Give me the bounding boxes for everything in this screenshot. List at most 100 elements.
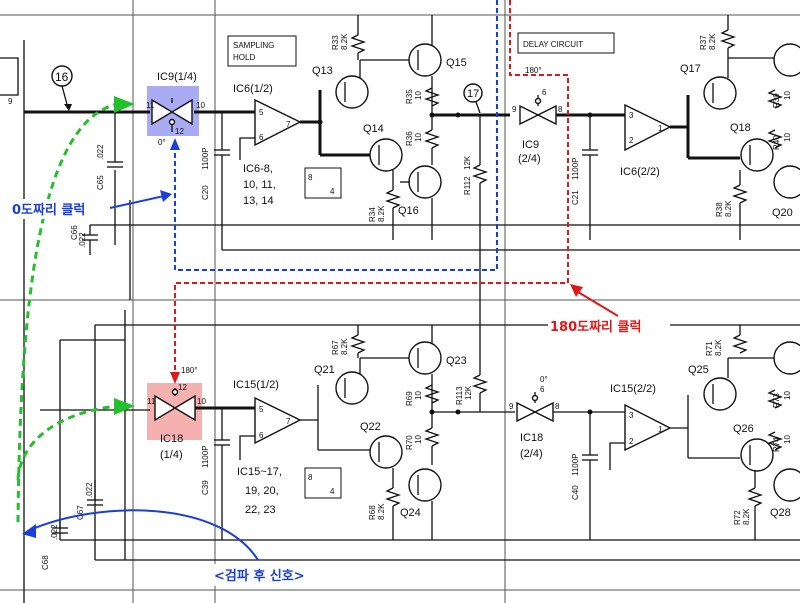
- svg-text:10: 10: [783, 435, 792, 444]
- ic6-1-amp: IC6(1/2) 5 6 7: [233, 83, 323, 160]
- svg-text:.022: .022: [96, 144, 105, 160]
- r69-r70-resistors: R69 10 R70 10: [405, 384, 515, 465]
- ic9-1-switch: IC9(1/4) 11 10 12 0°: [146, 71, 205, 147]
- svg-text:R39: R39: [772, 93, 781, 108]
- svg-text:8: 8: [555, 402, 560, 411]
- svg-text:0도짜리 클럭: 0도짜리 클럭: [12, 202, 85, 218]
- r68-resistor: R68 8.2K: [368, 468, 402, 540]
- svg-text:22, 23: 22, 23: [245, 504, 276, 516]
- annotation-detected-signal: <검파 후 신호>: [22, 509, 332, 586]
- svg-text:8.2K: 8.2K: [377, 205, 386, 222]
- svg-text:4: 4: [330, 487, 335, 496]
- svg-text:1: 1: [658, 124, 663, 133]
- svg-text:Q25: Q25: [688, 364, 709, 376]
- bottom-left-wiring: [40, 310, 800, 560]
- svg-text:R33: R33: [331, 35, 340, 50]
- svg-text:R69: R69: [405, 391, 414, 406]
- svg-text:6: 6: [540, 385, 545, 394]
- svg-text:SAMPLING: SAMPLING: [233, 41, 274, 50]
- svg-text:11: 11: [147, 397, 156, 406]
- svg-text:7: 7: [286, 417, 291, 426]
- svg-text:HOLD: HOLD: [233, 53, 255, 62]
- c40-capacitor: C40 1100P: [571, 412, 598, 540]
- svg-text:5: 5: [259, 405, 264, 414]
- q23-transistor: Q23: [408, 325, 467, 412]
- q15-transistor: Q15: [408, 15, 467, 115]
- c65-capacitor: C65 .022: [96, 144, 123, 190]
- svg-text:2: 2: [629, 437, 634, 446]
- ic6-1-label: IC6(1/2): [233, 83, 273, 95]
- svg-text:9: 9: [512, 105, 517, 114]
- svg-text:8.2K: 8.2K: [724, 200, 733, 217]
- svg-text:Q14: Q14: [363, 123, 384, 135]
- svg-text:19, 20,: 19, 20,: [245, 485, 279, 497]
- svg-text:6: 6: [259, 133, 264, 142]
- svg-text:13, 14: 13, 14: [243, 195, 274, 207]
- svg-text:R35: R35: [405, 89, 414, 104]
- svg-text:180°: 180°: [181, 366, 198, 375]
- svg-text:.022: .022: [50, 524, 59, 540]
- r67-resistor: R67 8.2K: [331, 325, 367, 358]
- c39-capacitor: C39 1100P: [201, 408, 230, 540]
- svg-text:10: 10: [414, 91, 423, 100]
- sampling-hold-box: SAMPLING HOLD: [227, 35, 297, 67]
- svg-text:R71: R71: [705, 341, 714, 356]
- svg-text:1100P: 1100P: [571, 157, 580, 180]
- svg-text:10: 10: [783, 133, 792, 142]
- svg-text:6: 6: [259, 431, 264, 440]
- ic15-1-amp: IC15(1/2) 5 6 7: [233, 379, 372, 460]
- top-rails: [129, 200, 800, 300]
- svg-text:IC15(1/2): IC15(1/2): [233, 379, 279, 391]
- svg-text:.022: .022: [85, 482, 94, 498]
- svg-text:12: 12: [178, 383, 187, 392]
- svg-text:(2/4): (2/4): [518, 153, 541, 165]
- svg-text:3: 3: [629, 411, 634, 420]
- svg-text:R34: R34: [368, 207, 377, 222]
- svg-text:IC15~17,: IC15~17,: [237, 466, 282, 478]
- annotation-clock-0: 0도짜리 클럭: [10, 190, 172, 219]
- q17-q18-q20: Q17 Q18 Q20 R37 8.2K R39 10 R40 10 R38 8…: [680, 15, 800, 240]
- svg-text:C66: C66: [70, 225, 79, 240]
- svg-text:10: 10: [414, 391, 423, 400]
- c20-capacitor: C20 1100P: [201, 112, 230, 250]
- clock-0-line: [170, 0, 498, 271]
- svg-text:Q22: Q22: [360, 421, 381, 433]
- c21-capacitor: C21 1100P: [571, 115, 598, 240]
- svg-text:DELAY CIRCUIT: DELAY CIRCUIT: [523, 40, 583, 49]
- svg-text:8.2K: 8.2K: [714, 339, 723, 356]
- svg-text:R72: R72: [733, 510, 742, 525]
- svg-text:1100P: 1100P: [571, 453, 580, 476]
- svg-text:Q20: Q20: [772, 207, 793, 219]
- annotation-clock-180: 180도짜리 클럭: [548, 284, 670, 336]
- c68-capacitor: C68 .022: [41, 518, 68, 570]
- clock-180-line: [170, 0, 569, 384]
- svg-text:8.2K: 8.2K: [340, 33, 349, 50]
- ic9-phase-label: 0°: [158, 138, 166, 147]
- c66-capacitor: C66 .022: [70, 224, 130, 255]
- svg-text:C68: C68: [41, 555, 50, 570]
- svg-text:1: 1: [658, 425, 663, 434]
- ic6-2-amp: IC6(2/2) 3 2 1: [620, 95, 740, 178]
- svg-text:R36: R36: [405, 131, 414, 146]
- svg-text:C40: C40: [571, 485, 580, 500]
- delay-circuit-box: DELAY CIRCUIT: [517, 32, 615, 54]
- ic15-2-amp: IC15(2/2) 3 2 1: [609, 383, 740, 470]
- top-signal-bus: 16: [24, 65, 150, 245]
- svg-text:180°: 180°: [525, 66, 542, 75]
- svg-text:0°: 0°: [540, 375, 548, 384]
- q24-transistor: Q24: [400, 468, 442, 540]
- svg-text:R70: R70: [405, 435, 414, 450]
- node-16-label: 16: [55, 70, 69, 84]
- svg-text:(2/4): (2/4): [520, 448, 543, 460]
- svg-text:8: 8: [558, 105, 563, 114]
- svg-text:Q13: Q13: [312, 65, 333, 77]
- svg-text:Q17: Q17: [680, 63, 701, 75]
- svg-text:12K: 12K: [464, 385, 473, 400]
- node-9-connector: 9: [0, 40, 25, 603]
- svg-text:R113: R113: [455, 386, 464, 405]
- svg-text:5: 5: [259, 108, 264, 117]
- node-17-label: 17: [467, 88, 479, 100]
- svg-text:R73: R73: [772, 393, 781, 408]
